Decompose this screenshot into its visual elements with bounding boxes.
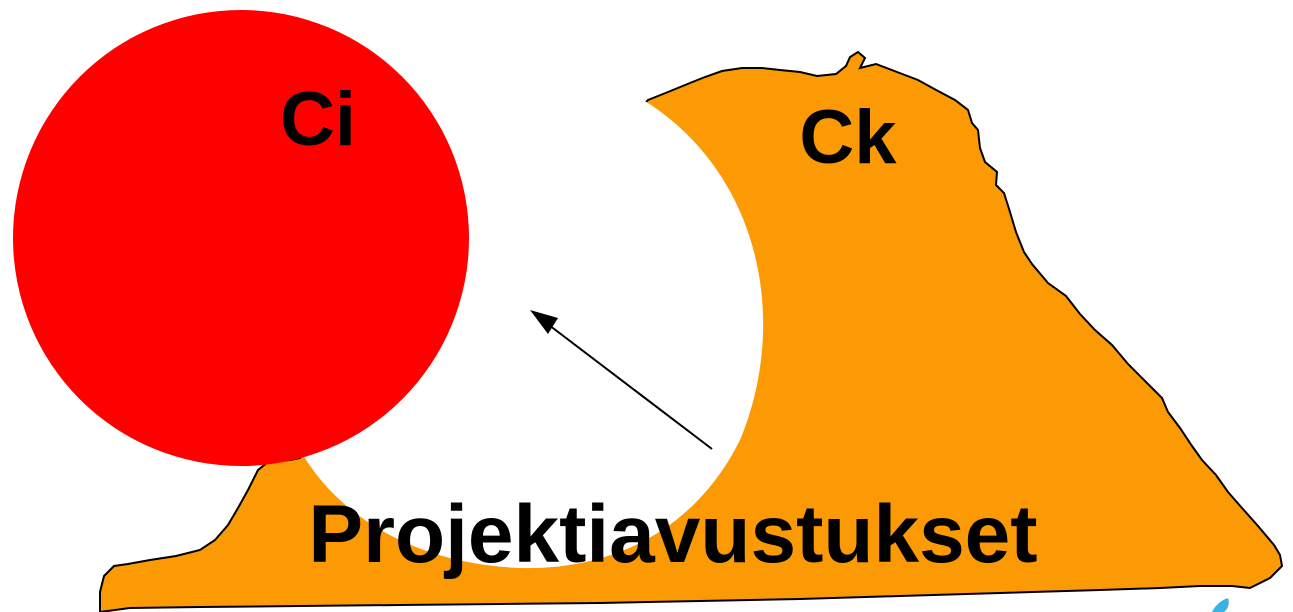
white-cutout — [300, 98, 764, 569]
arrow-head — [530, 310, 558, 334]
blue-droplet-icon — [1212, 598, 1229, 612]
ck-label: Ck — [799, 95, 897, 180]
arrow-line — [544, 321, 713, 450]
ci-label: Ci — [280, 77, 356, 162]
caption-label: Projektiavustukset — [308, 489, 1037, 580]
ci-circle — [13, 10, 469, 466]
